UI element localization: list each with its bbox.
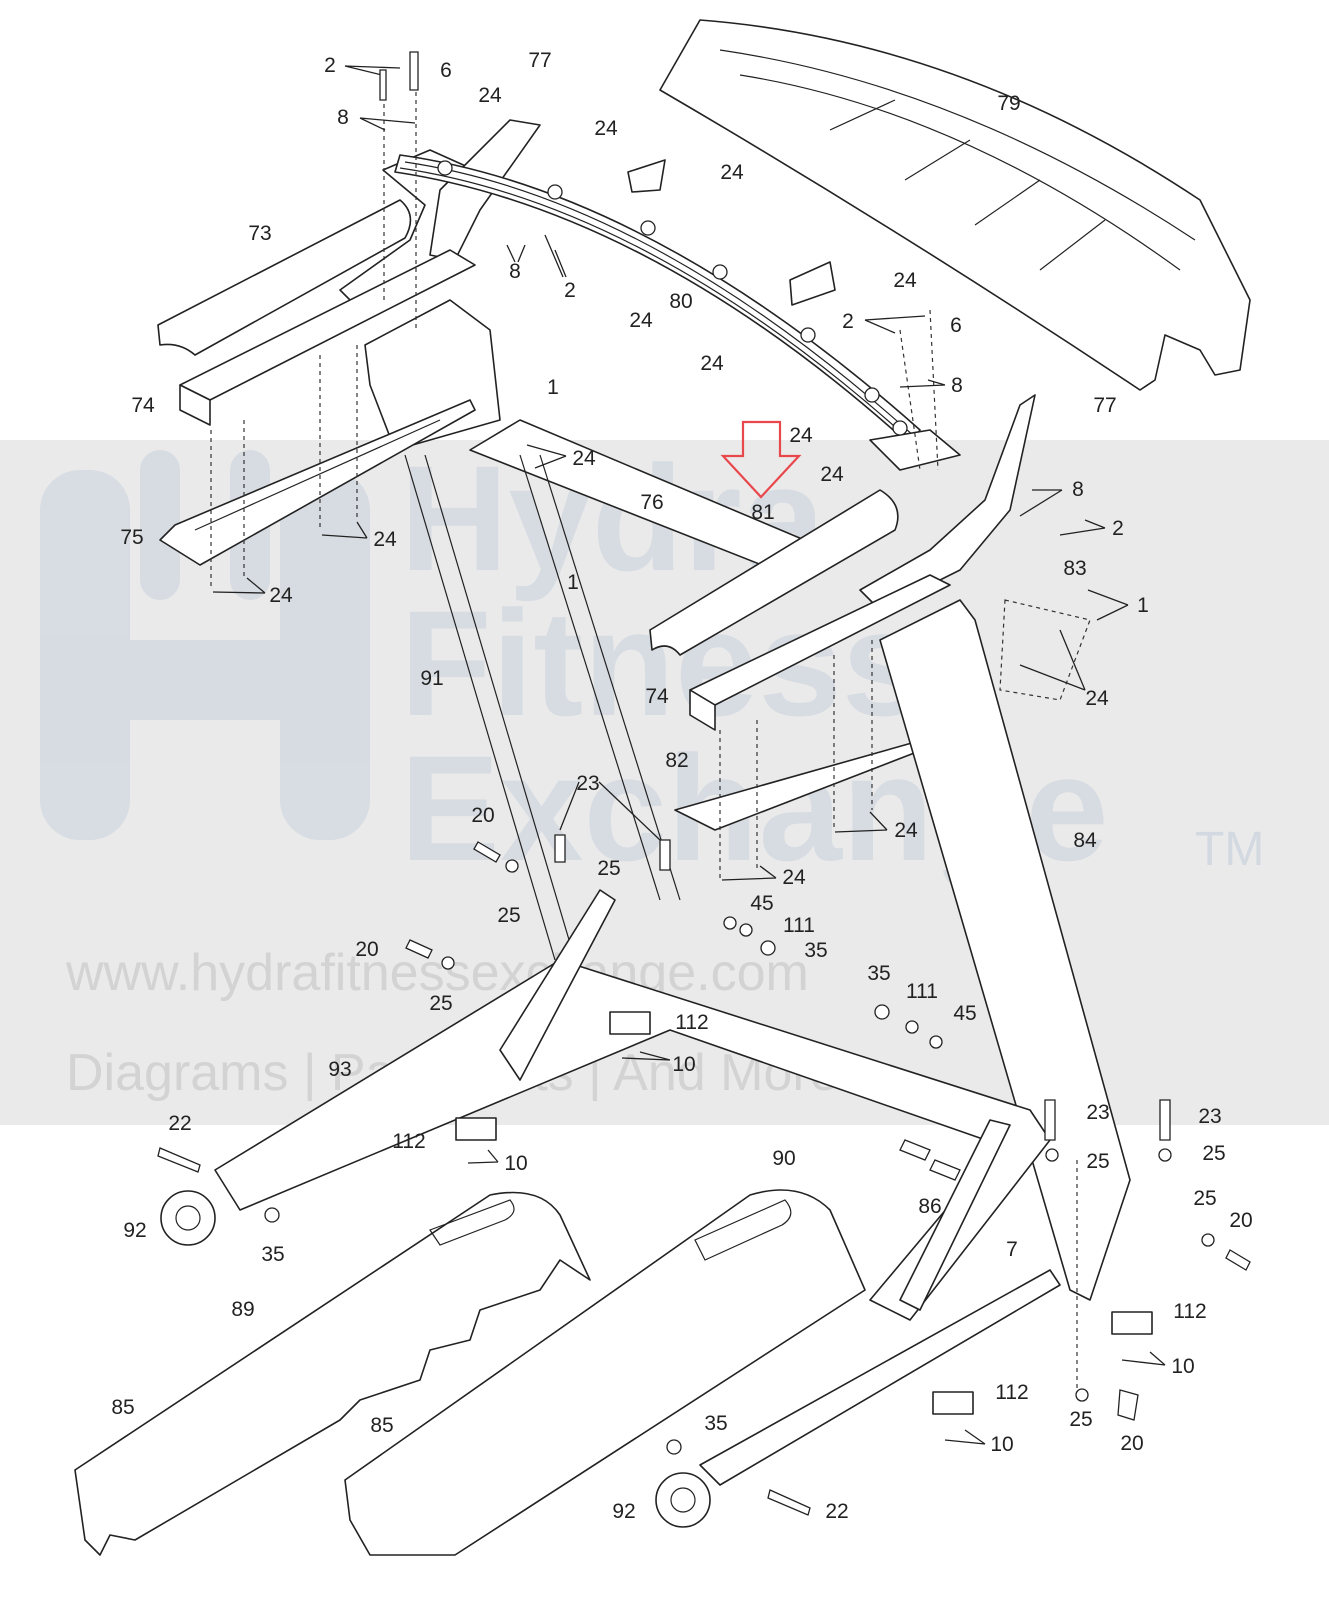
part-callout-2: 2 <box>324 54 336 77</box>
part-callout-23: 23 <box>1086 1101 1109 1124</box>
part-callout-86: 86 <box>918 1195 941 1218</box>
part-callout-20: 20 <box>1229 1209 1252 1232</box>
part-callout-1: 1 <box>567 571 579 594</box>
part-callout-23: 23 <box>1198 1105 1221 1128</box>
part-callout-1: 1 <box>1137 594 1149 617</box>
part-callout-92: 92 <box>123 1219 146 1242</box>
part-callout-24: 24 <box>782 866 806 889</box>
part-callout-25: 25 <box>1069 1408 1092 1431</box>
wheels-92 <box>160 1190 711 1528</box>
part-callout-24: 24 <box>594 117 618 140</box>
top-handrail-assembly <box>339 119 961 471</box>
part-callout-25: 25 <box>497 904 520 927</box>
part-callout-93: 93 <box>328 1058 351 1081</box>
left-upright-group <box>157 199 501 566</box>
part-callout-111: 111 <box>906 980 938 1003</box>
part-callout-6: 6 <box>440 59 452 82</box>
part-callout-8: 8 <box>337 106 349 129</box>
part-callout-22: 22 <box>168 1112 191 1135</box>
part-callout-23: 23 <box>576 772 599 795</box>
part-callout-10: 10 <box>1171 1355 1194 1378</box>
watermark-trademark: TM <box>1195 823 1264 876</box>
part-callout-77: 77 <box>1093 394 1116 417</box>
part-callout-24: 24 <box>269 584 293 607</box>
part-callout-45: 45 <box>750 892 773 915</box>
part-callout-35: 35 <box>804 939 827 962</box>
part-callout-74: 74 <box>131 394 155 417</box>
part-callout-24: 24 <box>893 269 917 292</box>
part-callout-20: 20 <box>1120 1432 1143 1455</box>
part-callout-84: 84 <box>1073 829 1097 852</box>
right-upright-group <box>469 394 1131 1301</box>
part-callout-25: 25 <box>597 857 620 880</box>
part-callout-24: 24 <box>820 463 844 486</box>
part-callout-81: 81 <box>751 501 774 524</box>
part-callout-112: 112 <box>675 1011 708 1034</box>
part-callout-10: 10 <box>504 1152 527 1175</box>
part-callout-10: 10 <box>672 1053 695 1076</box>
part-callout-1: 1 <box>547 376 559 399</box>
part-callout-24: 24 <box>789 424 813 447</box>
part-callout-111: 111 <box>783 914 815 937</box>
part-callout-22: 22 <box>825 1500 848 1523</box>
part-callout-25: 25 <box>1202 1142 1225 1165</box>
part-callout-92: 92 <box>612 1500 635 1523</box>
part-callout-112: 112 <box>995 1381 1028 1404</box>
part-callout-25: 25 <box>429 992 452 1015</box>
part-callout-24: 24 <box>629 309 653 332</box>
watermark-brand-line-2: Fitness <box>400 579 925 747</box>
part-callout-45: 45 <box>953 1002 976 1025</box>
part-callout-73: 73 <box>248 222 271 245</box>
part-callout-24: 24 <box>373 528 397 551</box>
part-callout-90: 90 <box>772 1147 795 1170</box>
watermark-url: www.hydrafitnessexchange.com <box>65 944 809 1002</box>
accessory-tray-79 <box>659 19 1251 391</box>
part-callout-77: 77 <box>528 49 551 72</box>
part-callout-2: 2 <box>1112 517 1124 540</box>
part-callout-10: 10 <box>990 1433 1013 1456</box>
part-callout-80: 80 <box>669 290 692 313</box>
part-callout-76: 76 <box>640 491 663 514</box>
part-callout-24: 24 <box>478 84 502 107</box>
part-callout-82: 82 <box>665 749 688 772</box>
part-callout-20: 20 <box>355 938 378 961</box>
part-callout-24: 24 <box>700 352 724 375</box>
part-callout-85: 85 <box>111 1396 134 1419</box>
alignment-lines <box>210 60 1091 1400</box>
part-callout-8: 8 <box>509 260 521 283</box>
part-callout-25: 25 <box>1193 1187 1216 1210</box>
part-callout-24: 24 <box>720 161 744 184</box>
part-callout-20: 20 <box>471 804 494 827</box>
frame-group <box>214 454 1051 1321</box>
part-callout-25: 25 <box>1086 1150 1109 1173</box>
part-callout-24: 24 <box>572 447 596 470</box>
highlight-arrow-icon <box>720 420 802 499</box>
part-callout-8: 8 <box>1072 478 1084 501</box>
part-callout-7: 7 <box>1006 1238 1018 1261</box>
part-callout-74: 74 <box>645 685 669 708</box>
foot-pads-112 <box>455 1011 1153 1415</box>
part-callout-75: 75 <box>120 526 143 549</box>
part-callout-8: 8 <box>951 374 963 397</box>
hardware-sketches <box>157 51 1251 1516</box>
part-callout-79: 79 <box>997 92 1020 115</box>
part-callout-83: 83 <box>1063 557 1086 580</box>
motor-hoods-89-90 <box>74 1189 1061 1556</box>
part-callout-6: 6 <box>950 314 962 337</box>
part-callout-89: 89 <box>231 1298 254 1321</box>
part-callout-2: 2 <box>564 279 576 302</box>
part-callout-35: 35 <box>261 1243 284 1266</box>
part-callout-85: 85 <box>370 1414 393 1437</box>
part-callout-24: 24 <box>1085 687 1109 710</box>
part-callout-112: 112 <box>392 1130 425 1153</box>
part-callout-2: 2 <box>842 310 854 333</box>
leader-lines <box>212 65 1166 1445</box>
part-callout-35: 35 <box>867 962 890 985</box>
part-callout-91: 91 <box>420 667 443 690</box>
part-callout-24: 24 <box>894 819 918 842</box>
part-callout-35: 35 <box>704 1412 727 1435</box>
part-callout-112: 112 <box>1173 1300 1206 1323</box>
